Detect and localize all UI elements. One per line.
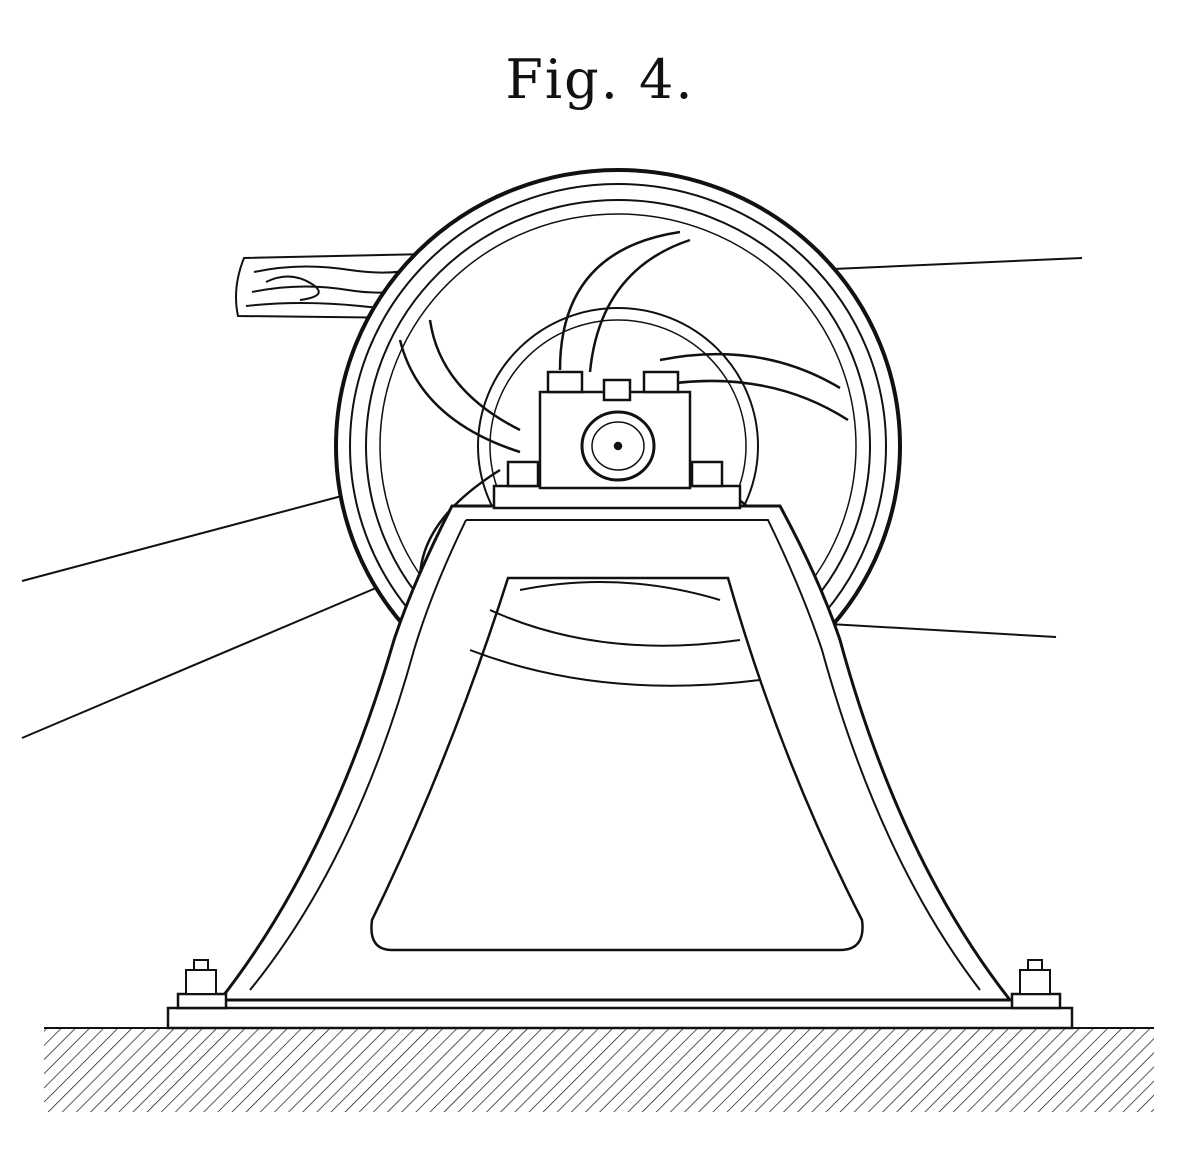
figure-title: Fig. 4.	[505, 48, 695, 111]
flywheel-lower-rim	[469, 581, 761, 687]
anchor-bolts	[185, 959, 1051, 995]
bearing-block	[492, 370, 742, 510]
ground-hatching	[44, 1028, 1154, 1112]
support-frame	[216, 504, 1014, 1002]
